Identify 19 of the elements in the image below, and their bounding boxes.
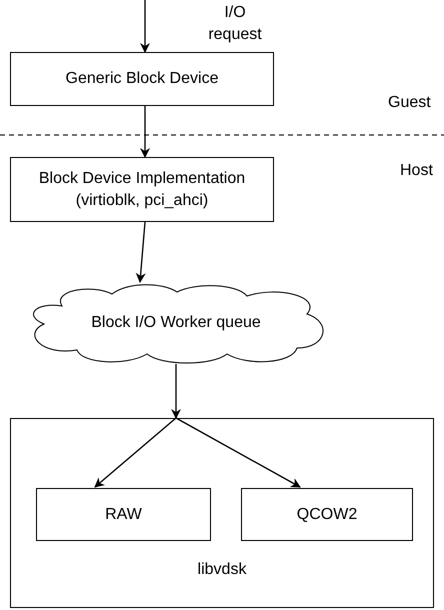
arrow [176, 417, 301, 488]
node-label: Block I/O Worker queue [90, 313, 262, 333]
node-label: Generic Block Device [64, 69, 220, 89]
container-label: libvdsk [196, 560, 248, 580]
container-box [10, 418, 434, 608]
arrow [94, 418, 176, 488]
arrow [136, 222, 146, 283]
process-box [10, 52, 274, 106]
arrow [140, 0, 150, 53]
process-box [10, 157, 274, 222]
arrow [140, 106, 150, 158]
node-label: QCOW2 [296, 504, 358, 524]
zone-label: Guest [388, 93, 431, 113]
process-box [241, 488, 413, 541]
zone-label: Host [400, 161, 433, 181]
arrow [171, 364, 181, 419]
node-label: RAW [104, 504, 143, 524]
node-label: Block Device Implementation (virtioblk, pci_ahci) [38, 168, 246, 210]
process-box [36, 488, 211, 541]
